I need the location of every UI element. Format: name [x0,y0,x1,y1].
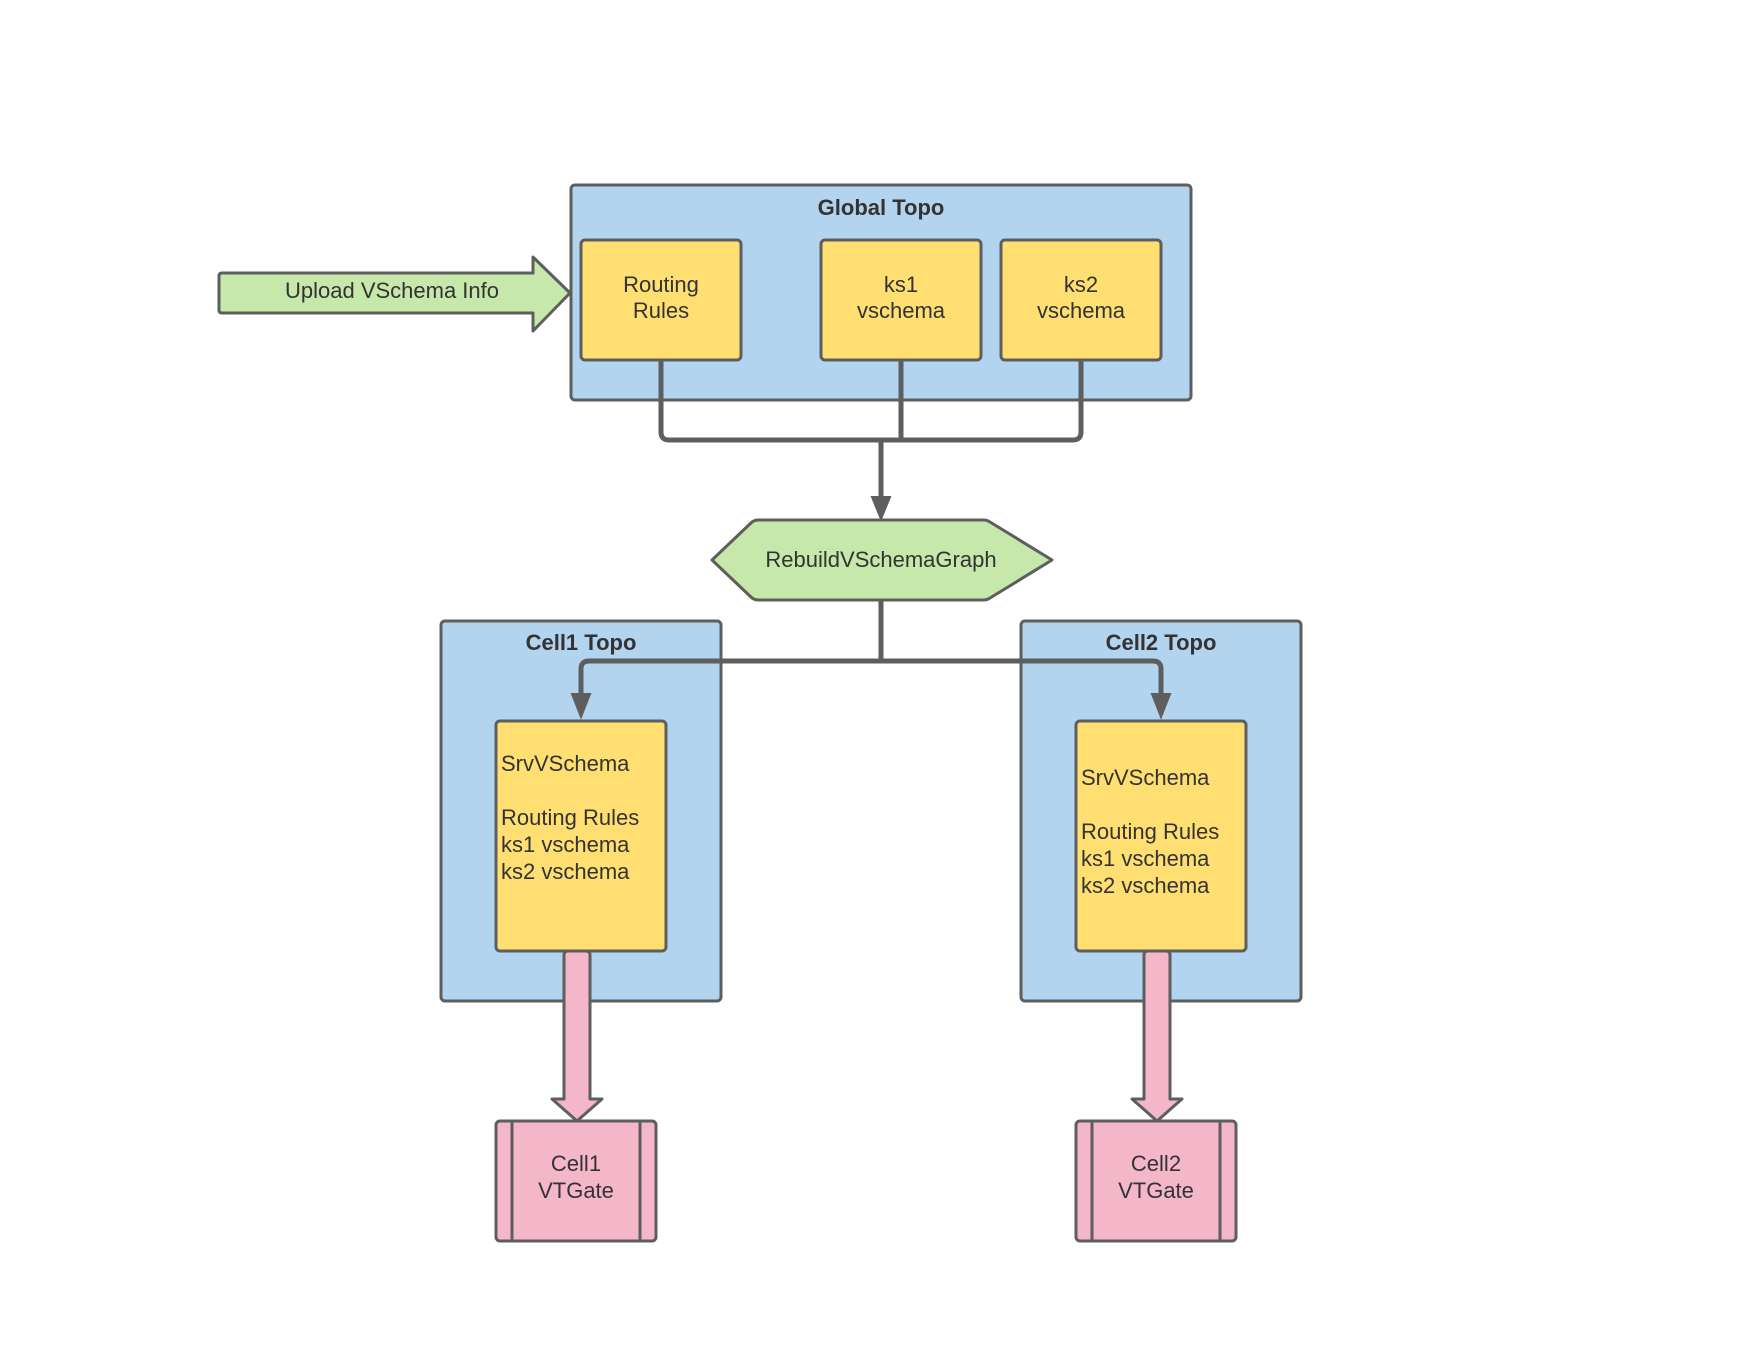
upload-vschema-arrow: Upload VSchema Info [217,255,572,333]
cell1-topo-container: Cell1 Topo SrvVSchema Routing Rules ks1 … [439,619,723,1003]
upload-vschema-label: Upload VSchema Info [285,278,499,303]
cell2-srv-line3: ks2 vschema [1081,873,1210,898]
rebuild-vschema-graph-node: RebuildVSchemaGraph [710,518,1054,602]
cell1-input-arrowhead [570,693,592,720]
cell1-vtgate-line1: Cell1 [551,1151,601,1176]
rebuild-input-arrowhead [870,496,892,522]
ks1-line2: vschema [857,298,946,323]
cell1-srv-line2: ks1 vschema [501,832,630,857]
cell2-srv-line2: ks1 vschema [1081,846,1210,871]
ks2-line2: vschema [1037,298,1126,323]
routing-rules-line1: Routing [623,272,699,297]
rebuild-to-cells-connector [578,601,1164,697]
ks2-vschema-box: ks2 vschema [999,238,1163,362]
cell2-srv-heading: SrvVSchema [1081,765,1210,790]
cell1-topo-title: Cell1 Topo [526,630,637,655]
cell2-vtgate-node: Cell2 VTGate [1074,1119,1238,1243]
ks2-line1: ks2 [1064,272,1098,297]
cell2-vtgate-line2: VTGate [1118,1178,1194,1203]
ks1-vschema-box: ks1 vschema [819,238,983,362]
cell2-srvvschema-box: SrvVSchema Routing Rules ks1 vschema ks2… [1074,719,1248,953]
cell2-srv-line1: Routing Rules [1081,819,1219,844]
cell1-srv-line1: Routing Rules [501,805,639,830]
cell1-vtgate-line2: VTGate [538,1178,614,1203]
cell1-to-vtgate-arrow [550,949,604,1123]
cell2-topo-title: Cell2 Topo [1106,630,1217,655]
cell1-srv-line3: ks2 vschema [501,859,630,884]
ks1-line1: ks1 [884,272,918,297]
cell2-input-arrowhead [1150,693,1172,720]
routing-rules-line2: Rules [633,298,689,323]
routing-rules-box: Routing Rules [579,238,743,362]
rebuild-vschema-graph-label: RebuildVSchemaGraph [765,547,996,572]
global-to-rebuild-connector [658,361,1084,500]
cell1-srvvschema-box: SrvVSchema Routing Rules ks1 vschema ks2… [494,719,668,953]
cell1-srv-heading: SrvVSchema [501,751,630,776]
cell1-vtgate-node: Cell1 VTGate [494,1119,658,1243]
cell2-vtgate-line1: Cell2 [1131,1151,1181,1176]
cell2-to-vtgate-arrow [1130,949,1184,1123]
global-topo-title: Global Topo [818,195,945,220]
global-topo-container: Global Topo Routing Rules ks1 vschema ks… [569,183,1193,402]
